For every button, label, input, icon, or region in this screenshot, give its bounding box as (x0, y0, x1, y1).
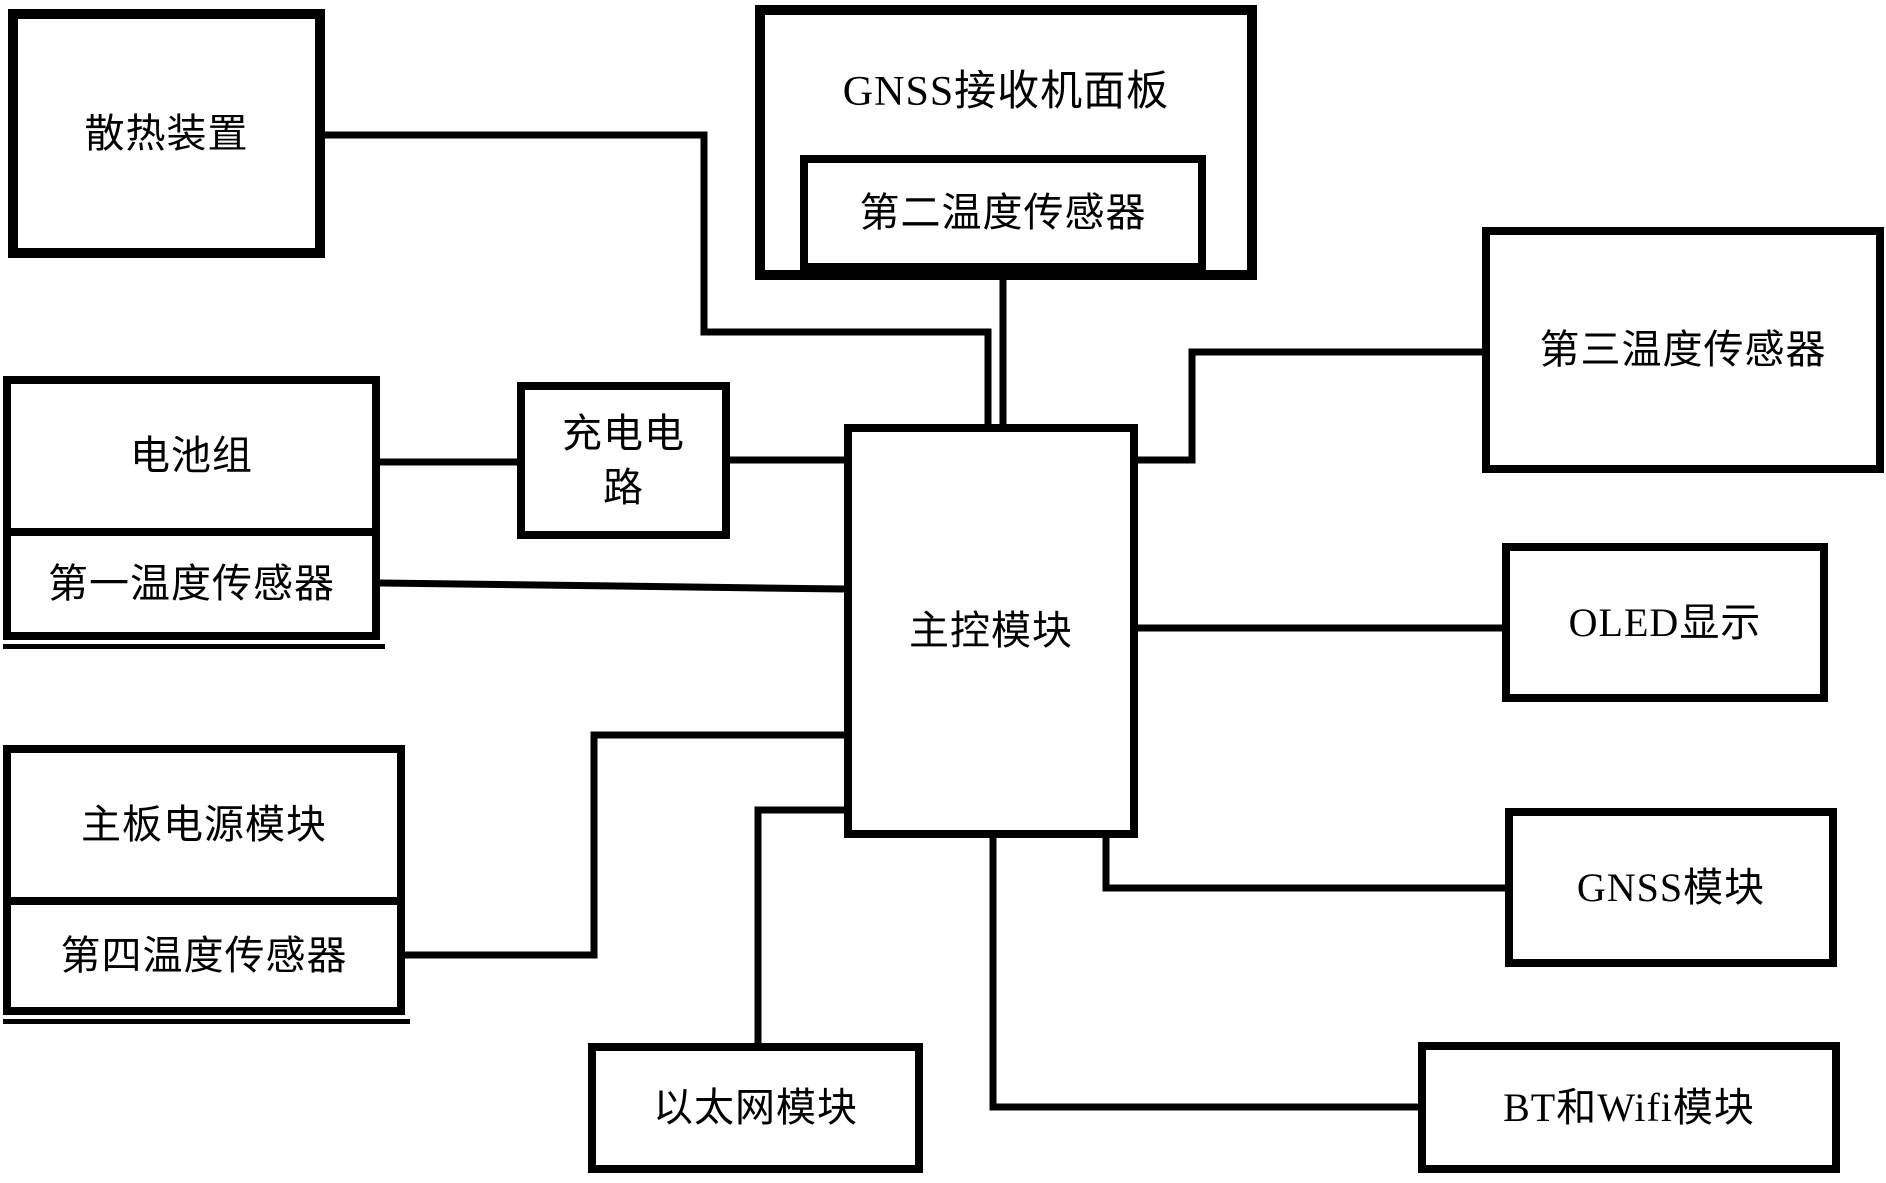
node-main-control-module: 主控模块 (844, 424, 1138, 838)
node-charge-circuit: 充电电路 (517, 382, 730, 539)
node-temp-sensor-1-label: 第一温度传感器 (48, 561, 335, 606)
node-temp-sensor-4: 第四温度传感器 (3, 897, 405, 1015)
node-oled-display-label: OLED显示 (1568, 599, 1762, 645)
node-main-control-module-label: 主控模块 (909, 608, 1073, 653)
node-heat-sink: 散热装置 (8, 9, 325, 258)
node-temp-sensor-2-label: 第二温度传感器 (859, 190, 1147, 235)
connector-temp-sensor-4-to-main-control (405, 731, 844, 959)
node-gnss-receiver-panel-label: GNSS接收机面板 (842, 69, 1170, 115)
node-battery-pack-label: 电池组 (130, 433, 253, 478)
connector-temp-sensor-1-to-main-control (379, 579, 845, 593)
node-oled-display: OLED显示 (1502, 543, 1828, 702)
connector-main-control-to-gnss-module (1102, 838, 1505, 892)
charge-circuit-line-1: 充电电 (562, 410, 685, 456)
connector-ethernet-to-main-control (754, 806, 844, 1043)
charge-circuit-line-2: 路 (603, 464, 644, 510)
node-temp-sensor-1: 第一温度传感器 (3, 528, 380, 640)
temp-sensor-4-double-border (3, 1019, 410, 1024)
node-ethernet-module-label: 以太网模块 (653, 1085, 858, 1130)
node-temp-sensor-2: 第二温度传感器 (800, 155, 1206, 271)
node-bt-wifi-module: BT和Wifi模块 (1418, 1042, 1840, 1173)
node-gnss-module-label: GNSS模块 (1576, 864, 1766, 910)
connector-main-control-to-temp-sensor-3 (1138, 348, 1482, 464)
connector-main-control-to-bt-wifi (989, 838, 1418, 1111)
node-temp-sensor-3: 第三温度传感器 (1482, 227, 1884, 473)
temp-sensor-1-double-border (3, 644, 385, 649)
node-gnss-module: GNSS模块 (1505, 808, 1837, 967)
node-battery-pack: 电池组 (3, 376, 380, 536)
node-temp-sensor-3-label: 第三温度传感器 (1539, 327, 1827, 372)
node-ethernet-module: 以太网模块 (588, 1043, 923, 1173)
node-bt-wifi-module-label: BT和Wifi模块 (1503, 1084, 1755, 1130)
node-board-power-module-label: 主板电源模块 (81, 802, 327, 847)
node-charge-circuit-label: 充电电路 (562, 407, 685, 515)
node-board-power-module: 主板电源模块 (3, 745, 405, 905)
node-heat-sink-label: 散热装置 (84, 110, 249, 156)
node-temp-sensor-4-label: 第四温度传感器 (60, 933, 348, 978)
